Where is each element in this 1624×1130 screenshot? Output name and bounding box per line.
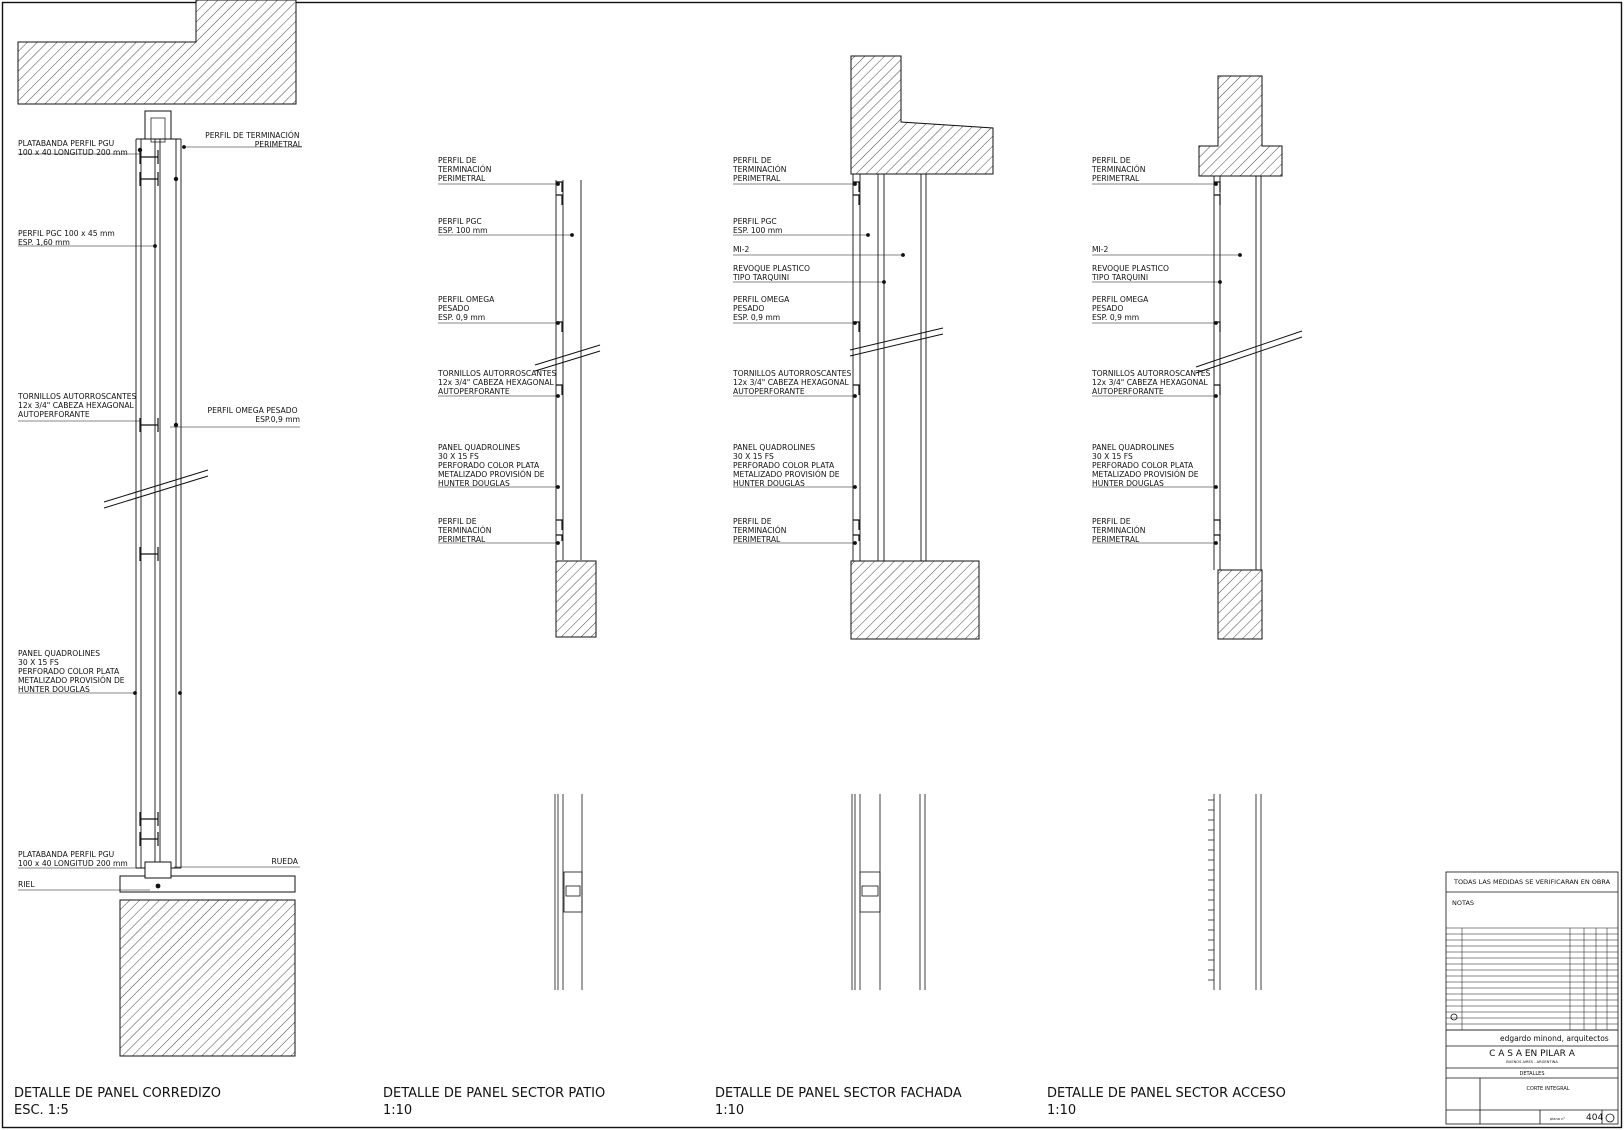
title-fachada: DETALLE DE PANEL SECTOR FACHADA [715,1086,962,1101]
scale-corredizo: ESC. 1:5 [14,1103,69,1118]
label-platabanda-top: PLATABANDA PERFIL PGU 100 x 40 LONGITUD … [18,139,128,157]
scale-acceso: 1:10 [1047,1103,1076,1118]
label-rueda: RUEDA [271,857,298,866]
label-panel: PANEL QUADROLINES 30 X 15 FS PERFORADO C… [18,649,127,694]
label-patio-tornillos: TORNILLOS AUTORROSCANTES 12x 3/4" CABEZA… [437,369,559,396]
label-fachada-revoque: REVOQUE PLASTICO TIPO TARQUINI [732,264,812,282]
fachada-top-beam [850,55,994,175]
panel-verticals [135,138,182,869]
scale-fachada: 1:10 [715,1103,744,1118]
label-riel: RIEL [18,880,35,889]
label-fachada-omega: PERFIL OMEGA PESADO ESP. 0,9 mm [733,295,792,322]
title-patio: DETALLE DE PANEL SECTOR PATIO [383,1086,605,1101]
leaders [18,145,302,891]
fachada-base-block [850,560,980,640]
label-fachada-mi2: MI-2 [733,245,750,254]
label-acceso-omega: PERFIL OMEGA PESADO ESP. 0,9 mm [1092,295,1151,322]
title-corredizo: DETALLE DE PANEL CORREDIZO [14,1086,221,1101]
tb-notes: NOTAS [1452,899,1474,907]
tb-architect: edgardo minond, arquitectos [1500,1034,1609,1043]
scale-patio: 1:10 [383,1103,412,1118]
label-acceso-panel: PANEL QUADROLINES 30 X 15 FS PERFORADO C… [1092,443,1201,488]
label-perfil-omega: PERFIL OMEGA PESADO ESP.0,9 mm [207,406,300,424]
patio-elevation [554,794,583,990]
wheel [155,883,161,889]
label-patio-term-top: PERFIL DE TERMINACIÓN PERIMETRAL [437,156,494,183]
label-tornillos: TORNILLOS AUTORROSCANTES 12x 3/4" CABEZA… [17,392,139,419]
label-fachada-term-top: PERFIL DE TERMINACIÓN PERIMETRAL [732,156,789,183]
tb-header: TODAS LAS MEDIDAS SE VERIFICARAN EN OBRA [1453,878,1611,886]
label-fachada-panel: PANEL QUADROLINES 30 X 15 FS PERFORADO C… [733,443,842,488]
detail-acceso-drawing [1092,75,1303,990]
patio-base-block [555,560,597,638]
label-platabanda-bottom: PLATABANDA PERFIL PGU 100 x 40 LONGITUD … [18,850,128,868]
label-patio-panel: PANEL QUADROLINES 30 X 15 FS PERFORADO C… [438,443,547,488]
label-acceso-tornillos: TORNILLOS AUTORROSCANTES 12x 3/4" CABEZA… [1091,369,1213,396]
tb-drawing: CORTE INTEGRAL [1526,1086,1569,1092]
label-patio-term-bottom: PERFIL DE TERMINACIÓN PERIMETRAL [437,517,494,544]
tb-section: DETALLES [1520,1071,1545,1077]
bottom-block [119,899,296,1057]
detail-fachada-drawing [733,55,994,990]
label-perfil-pgc: PERFIL PGC 100 x 45 mm ESP. 1,60 mm [18,229,117,247]
label-patio-omega: PERFIL OMEGA PESADO ESP. 0,9 mm [438,295,497,322]
title-acceso: DETALLE DE PANEL SECTOR ACCESO [1047,1086,1286,1101]
tb-plano-label: plano n° [1550,1117,1565,1121]
tb-plano-number: 404 [1586,1113,1603,1123]
label-fachada-term-bottom: PERFIL DE TERMINACIÓN PERIMETRAL [732,517,789,544]
label-perfil-terminacion: PERFIL DE TERMINACIÓN PERIMETRAL [205,131,303,149]
tb-project: C A S A EN PILAR A [1489,1049,1576,1059]
title-block [1445,871,1619,1125]
label-acceso-term-bottom: PERFIL DE TERMINACIÓN PERIMETRAL [1091,517,1148,544]
detail-patio-drawing [438,180,601,990]
label-patio-pgc: PERFIL PGC ESP. 100 mm [438,217,488,235]
top-slab [17,0,297,105]
tb-location: BUENOS AIRES - ARGENTINA [1506,1060,1558,1064]
detail-corredizo-drawing [17,0,302,1057]
label-fachada-tornillos: TORNILLOS AUTORROSCANTES 12x 3/4" CABEZA… [732,369,854,396]
label-fachada-pgc: PERFIL PGC ESP. 100 mm [733,217,783,235]
acceso-top-beam [1198,75,1283,177]
label-acceso-mi2: MI-2 [1092,245,1109,254]
rail [119,875,296,893]
label-acceso-term-top: PERFIL DE TERMINACIÓN PERIMETRAL [1091,156,1148,183]
fachada-elevation [851,794,926,990]
acceso-elevation [1208,794,1262,990]
fastener-clusters [137,147,179,846]
acceso-base-block [1217,569,1263,640]
label-acceso-revoque: REVOQUE PLASTICO TIPO TARQUINI [1091,264,1171,282]
